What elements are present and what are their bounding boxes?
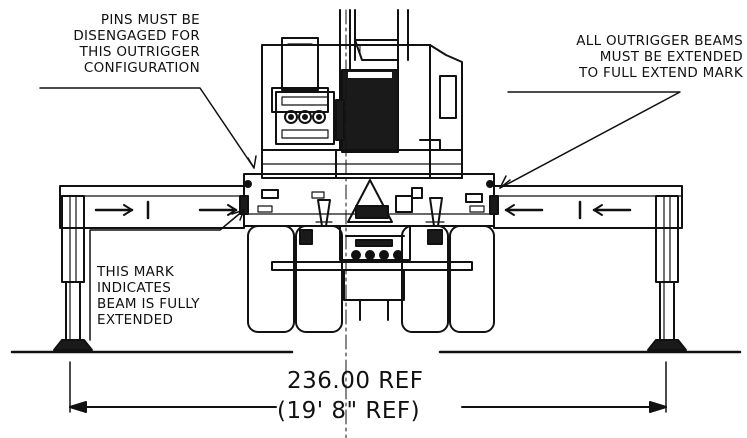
control-panel — [275, 91, 335, 145]
beams-callout-line-1: ALL OUTRIGGER BEAMS — [576, 33, 743, 49]
beams-callout-line-3: TO FULL EXTEND MARK — [578, 65, 743, 81]
pins-callout-line-1: PINS MUST BE — [100, 12, 200, 28]
beams-callout: ALL OUTRIGGER BEAMS MUST BE EXTENDED TO … — [508, 33, 743, 81]
dimension-secondary: (19' 8" REF) — [277, 398, 421, 424]
left-outrigger-beam — [59, 185, 245, 229]
left-jack — [53, 195, 93, 351]
beam-pins — [239, 180, 499, 215]
hydraulic-tank — [335, 69, 399, 153]
dimension-primary: 236.00 REF — [287, 368, 424, 394]
beams-callout-line-2: MUST BE EXTENDED — [599, 49, 743, 65]
mark-callout-line-3: BEAM IS FULLY — [97, 296, 200, 312]
mark-callout-line-2: INDICATES — [97, 280, 172, 296]
mark-callout: THIS MARK INDICATES BEAM IS FULLY EXTEND… — [97, 264, 247, 328]
deck — [261, 139, 463, 179]
warning-plate — [311, 179, 423, 223]
tires — [247, 225, 495, 333]
leader-lines — [39, 87, 681, 341]
operator-seat — [271, 37, 329, 113]
pins-callout-line-3: THIS OUTRIGGER — [79, 44, 200, 60]
dimension-lines — [69, 361, 667, 413]
front-end — [271, 225, 473, 271]
pins-callout: PINS MUST BE DISENGAGED FOR THIS OUTRIGG… — [30, 12, 200, 76]
lights — [299, 197, 445, 245]
mark-callout-line-4: EXTENDED — [97, 312, 174, 328]
pins-callout-line-4: CONFIGURATION — [83, 60, 200, 76]
truck-cab — [261, 44, 463, 179]
right-outrigger-beam — [493, 185, 683, 229]
pins-callout-line-2: DISENGAGED FOR — [73, 28, 200, 44]
mark-callout-line-1: THIS MARK — [97, 264, 175, 280]
right-jack — [647, 195, 687, 351]
